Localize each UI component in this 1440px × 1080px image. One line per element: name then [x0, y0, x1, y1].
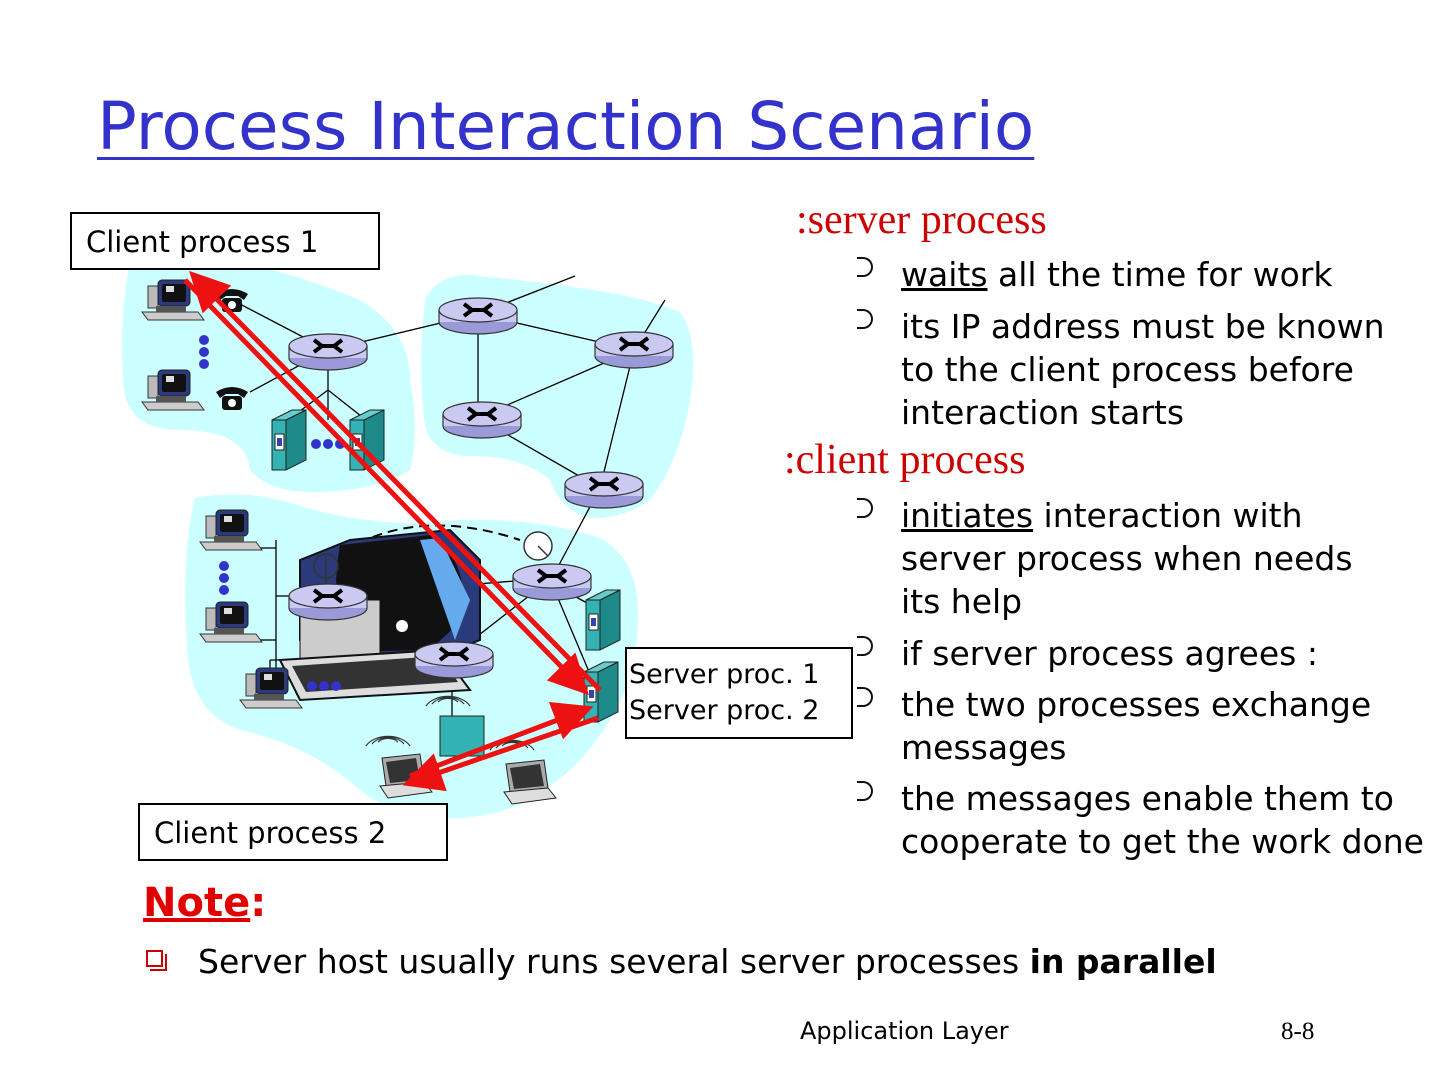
network-diagram	[122, 256, 694, 819]
server-bullet-1: waits all the time for work	[857, 253, 1421, 296]
client-process-1-label: Client process 1	[70, 212, 380, 270]
client-bullet-1-text: interaction with server process when nee…	[901, 496, 1353, 621]
square-bullet-icon	[146, 950, 167, 971]
client-process-2-text: Client process 2	[154, 816, 387, 850]
server-host-icon	[583, 661, 619, 723]
note-emphasis: in parallel	[1029, 942, 1217, 981]
client-bullet-2-text: if server process agrees :	[901, 634, 1318, 673]
bullet-marker-icon	[857, 636, 873, 656]
page-number: 8-8	[1281, 1018, 1315, 1045]
client-process-heading: :client process	[784, 437, 1026, 483]
server-proc-2-label: Server proc. 2	[629, 695, 820, 726]
server-icon	[271, 409, 307, 471]
router-icon	[437, 296, 519, 336]
satellite-dish-icon	[523, 531, 553, 561]
router-icon	[593, 330, 675, 370]
server-bullet-2-text: its IP address must be known to the clie…	[901, 307, 1385, 432]
server-bullet-2: its IP address must be known to the clie…	[857, 305, 1426, 434]
bullet-marker-icon	[857, 309, 873, 329]
bullet-marker-icon	[857, 781, 873, 801]
router-icon	[441, 400, 523, 440]
client-bullet-4: the messages enable them to cooperate to…	[857, 777, 1431, 863]
client-bullet-2: if server process agrees :	[857, 632, 1421, 675]
client-bullet-1-underlined: initiates	[901, 496, 1034, 535]
router-icon	[287, 582, 369, 622]
footer-text: Application Layer	[800, 1017, 1009, 1045]
server-proc-1-label: Server proc. 1	[629, 659, 820, 690]
router-icon	[287, 332, 369, 372]
bullet-marker-icon	[857, 257, 873, 277]
client-process-1-text: Client process 1	[86, 225, 319, 259]
slide-title: Process Interaction Scenario	[97, 88, 1035, 165]
client-bullet-4-text: the messages enable them to cooperate to…	[901, 779, 1424, 861]
note-heading-colon: :	[250, 880, 267, 926]
server-bullet-1-underlined: waits	[901, 255, 988, 294]
note-heading: Note:	[143, 880, 266, 926]
router-icon	[413, 640, 495, 680]
note-text: Server host usually runs several server …	[198, 942, 1030, 981]
server-process-labels: Server proc. 1 Server proc. 2	[625, 647, 853, 739]
client-bullet-1: initiates interaction with server proces…	[857, 494, 1401, 623]
router-icon	[511, 562, 593, 602]
router-icon	[563, 470, 645, 510]
bullet-marker-icon	[857, 687, 873, 707]
response-arrow-client2	[402, 715, 599, 792]
server-bullet-1-text: all the time for work	[987, 255, 1333, 294]
client-bullet-3-text: the two processes exchange messages	[901, 685, 1372, 767]
client-process-2-label: Client process 2	[138, 803, 448, 861]
note-bullet: Server host usually runs several server …	[146, 942, 1217, 981]
note-heading-label: Note	[143, 880, 251, 926]
bullet-marker-icon	[857, 498, 873, 518]
server-process-heading: :server process	[796, 197, 1047, 243]
client-bullet-3: the two processes exchange messages	[857, 683, 1411, 769]
request-arrow-client1	[183, 278, 589, 696]
server-icon	[585, 589, 621, 651]
response-arrow-client1	[188, 270, 602, 692]
